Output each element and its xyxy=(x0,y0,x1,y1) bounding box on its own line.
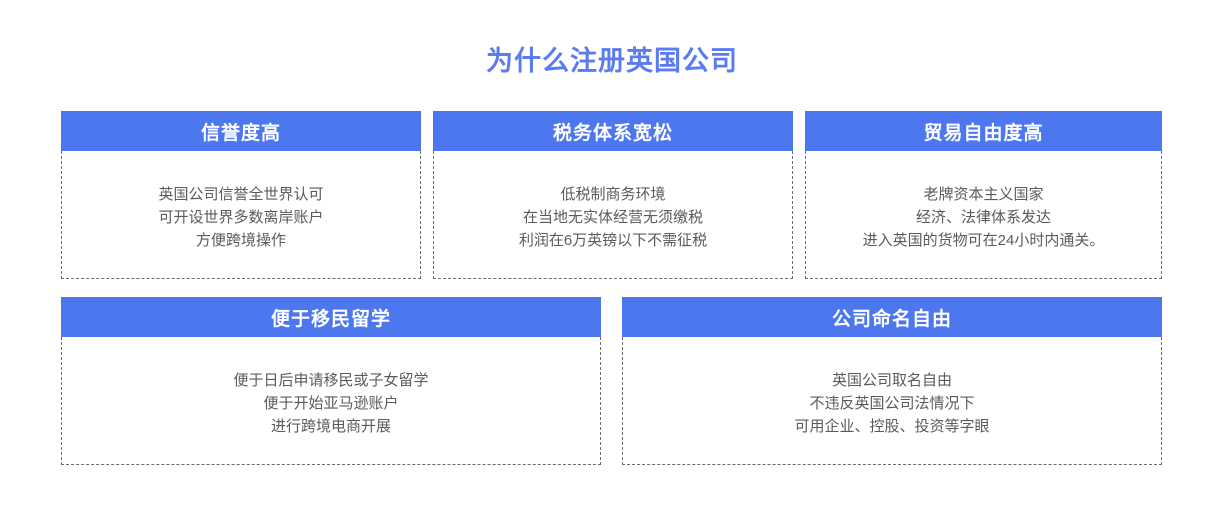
page-title: 为什么注册英国公司 xyxy=(486,46,738,76)
benefit-line: 在当地无实体经营无须缴税 xyxy=(522,209,703,226)
benefit-card-header: 贸易自由度高 xyxy=(805,111,1162,151)
benefit-card-tax-system: 税务体系宽松 低税制商务环境 在当地无实体经营无须缴税 利润在6万英镑以下不需征… xyxy=(433,111,793,279)
benefit-card-header: 便于移民留学 xyxy=(61,297,601,337)
benefit-line: 不违反英国公司法情况下 xyxy=(809,395,975,412)
benefit-line: 利润在6万英镑以下不需征税 xyxy=(518,232,708,249)
benefit-line: 进行跨境电商开展 xyxy=(270,418,391,435)
benefit-line: 英国公司信誉全世界认可 xyxy=(158,186,324,203)
benefit-card-trade-freedom: 贸易自由度高 老牌资本主义国家 经济、法律体系发达 进入英国的货物可在24小时内… xyxy=(805,111,1162,279)
benefit-card-header: 信誉度高 xyxy=(61,111,421,151)
benefit-line: 英国公司取名自由 xyxy=(831,372,952,389)
benefit-card-body: 老牌资本主义国家 经济、法律体系发达 进入英国的货物可在24小时内通关。 xyxy=(805,151,1162,279)
benefit-card-immigration-study: 便于移民留学 便于日后申请移民或子女留学 便于开始亚马逊账户 进行跨境电商开展 xyxy=(61,297,601,465)
benefit-line: 便于开始亚马逊账户 xyxy=(263,395,399,412)
benefit-card-body: 英国公司信誉全世界认可 可开设世界多数离岸账户 方便跨境操作 xyxy=(61,151,421,279)
benefit-line: 方便跨境操作 xyxy=(195,232,286,249)
benefit-line: 低税制商务环境 xyxy=(560,186,666,203)
benefit-card-company-naming: 公司命名自由 英国公司取名自由 不违反英国公司法情况下 可用企业、控股、投资等字… xyxy=(622,297,1162,465)
benefit-card-body: 低税制商务环境 在当地无实体经营无须缴税 利润在6万英镑以下不需征税 xyxy=(433,151,793,279)
benefit-line: 经济、法律体系发达 xyxy=(915,209,1051,226)
benefit-line: 可开设世界多数离岸账户 xyxy=(158,209,324,226)
benefit-card-header: 公司命名自由 xyxy=(622,297,1162,337)
benefit-card-credibility: 信誉度高 英国公司信誉全世界认可 可开设世界多数离岸账户 方便跨境操作 xyxy=(61,111,421,279)
benefit-line: 可用企业、控股、投资等字眼 xyxy=(794,418,990,435)
benefit-card-body: 便于日后申请移民或子女留学 便于开始亚马逊账户 进行跨境电商开展 xyxy=(61,337,601,465)
benefit-line: 便于日后申请移民或子女留学 xyxy=(233,372,429,389)
benefit-line: 进入英国的货物可在24小时内通关。 xyxy=(862,232,1105,249)
benefit-line: 老牌资本主义国家 xyxy=(923,186,1044,203)
benefit-card-body: 英国公司取名自由 不违反英国公司法情况下 可用企业、控股、投资等字眼 xyxy=(622,337,1162,465)
benefit-card-header: 税务体系宽松 xyxy=(433,111,793,151)
